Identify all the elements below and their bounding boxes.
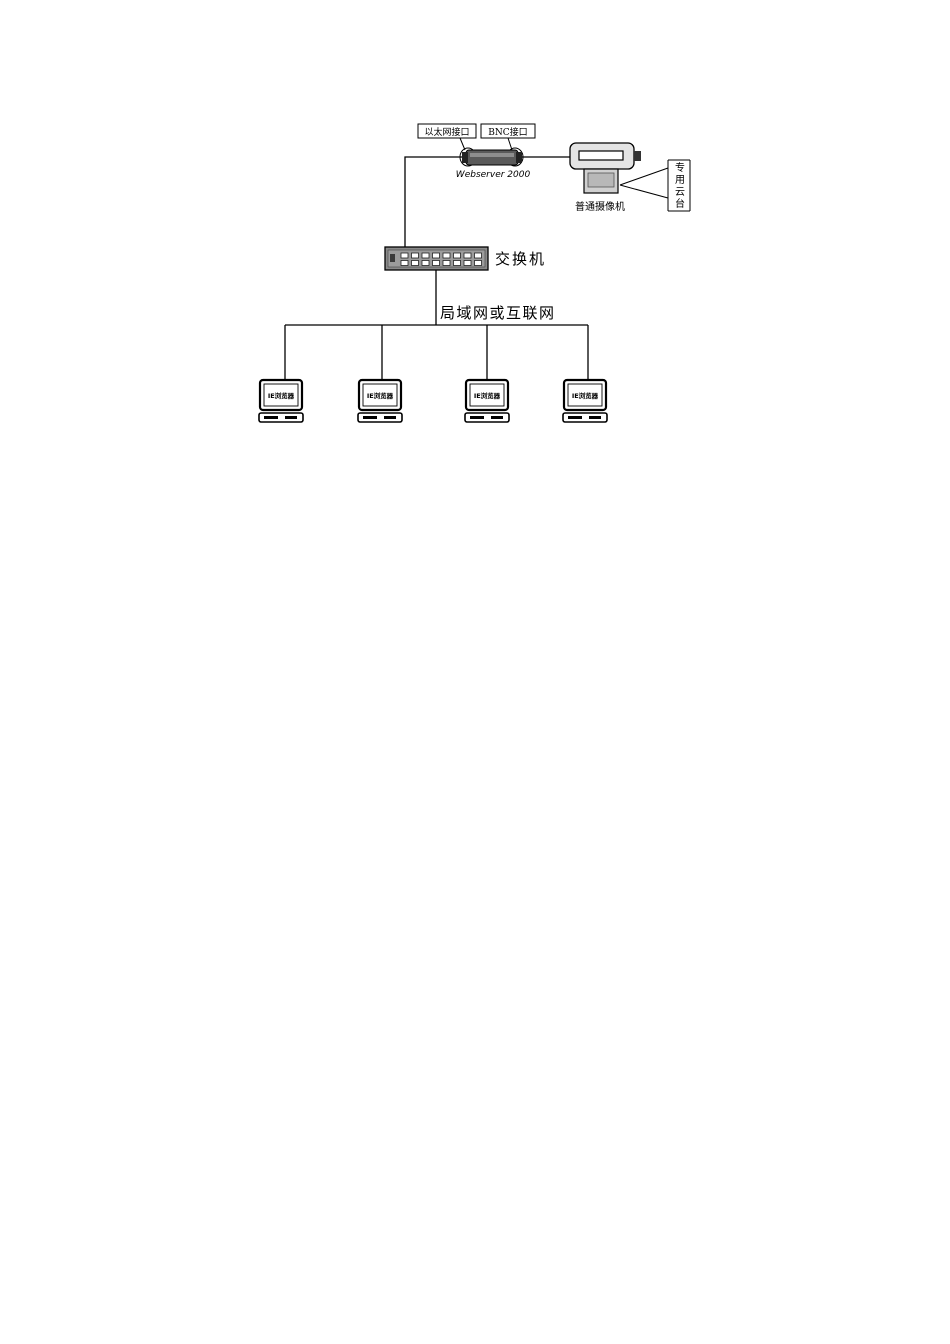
switch-port — [411, 252, 419, 259]
connection-lines — [284, 156, 589, 380]
ptz-callout: 专 用 云 台 — [619, 159, 698, 212]
callout-bnc: BNC接口 — [480, 123, 536, 151]
network-label: 局域网或互联网 — [440, 304, 556, 322]
switch-port — [400, 252, 409, 259]
switch-port — [474, 260, 482, 266]
switch-port — [453, 260, 461, 266]
keyboard-icon — [464, 412, 510, 423]
callout-bnc-text: BNC接口 — [488, 126, 527, 138]
switch-port — [463, 252, 472, 259]
switch-port — [442, 252, 451, 259]
switch-device: 交换机 — [384, 246, 546, 271]
keyboard-icon — [258, 412, 304, 423]
switch-port — [463, 260, 472, 266]
switch-port — [432, 260, 440, 266]
callout-ethernet: 以太网接口 — [417, 123, 477, 151]
switch-port — [421, 260, 430, 266]
client-computer: IE浏览器 — [258, 378, 304, 423]
webserver-device: Webserver 2000 — [456, 147, 531, 180]
camera-device: 普通摄像机 — [569, 142, 641, 213]
browser-screen-text: IE浏览器 — [474, 391, 501, 400]
switch-port — [421, 252, 430, 259]
keyboard-icon — [357, 412, 403, 423]
keyboard-icon — [562, 412, 608, 423]
ptz-char-1: 专 — [675, 161, 685, 174]
ptz-char-4: 台 — [675, 197, 685, 210]
switch-label: 交换机 — [495, 250, 546, 268]
callout-ethernet-text: 以太网接口 — [424, 126, 469, 138]
webserver-label: Webserver 2000 — [456, 170, 531, 180]
switch-port — [474, 252, 482, 259]
switch-ports — [400, 252, 482, 266]
camera-label: 普通摄像机 — [575, 200, 625, 213]
ptz-char-2: 用 — [675, 175, 685, 186]
client-computer: IE浏览器 — [464, 378, 510, 423]
client-computers: IE浏览器 IE浏览器 IE浏览器 IE浏览器 — [258, 378, 608, 423]
client-computer: IE浏览器 — [562, 378, 608, 423]
switch-port — [453, 252, 461, 259]
switch-port — [432, 252, 440, 259]
browser-screen-text: IE浏览器 — [572, 391, 599, 400]
switch-port — [442, 260, 451, 266]
webserver-to-switch-line — [404, 156, 462, 247]
browser-screen-text: IE浏览器 — [268, 391, 295, 400]
browser-screen-text: IE浏览器 — [367, 391, 394, 400]
switch-port — [411, 260, 419, 266]
client-computer: IE浏览器 — [357, 378, 403, 423]
ptz-char-3: 云 — [675, 187, 685, 198]
switch-port — [400, 260, 409, 266]
